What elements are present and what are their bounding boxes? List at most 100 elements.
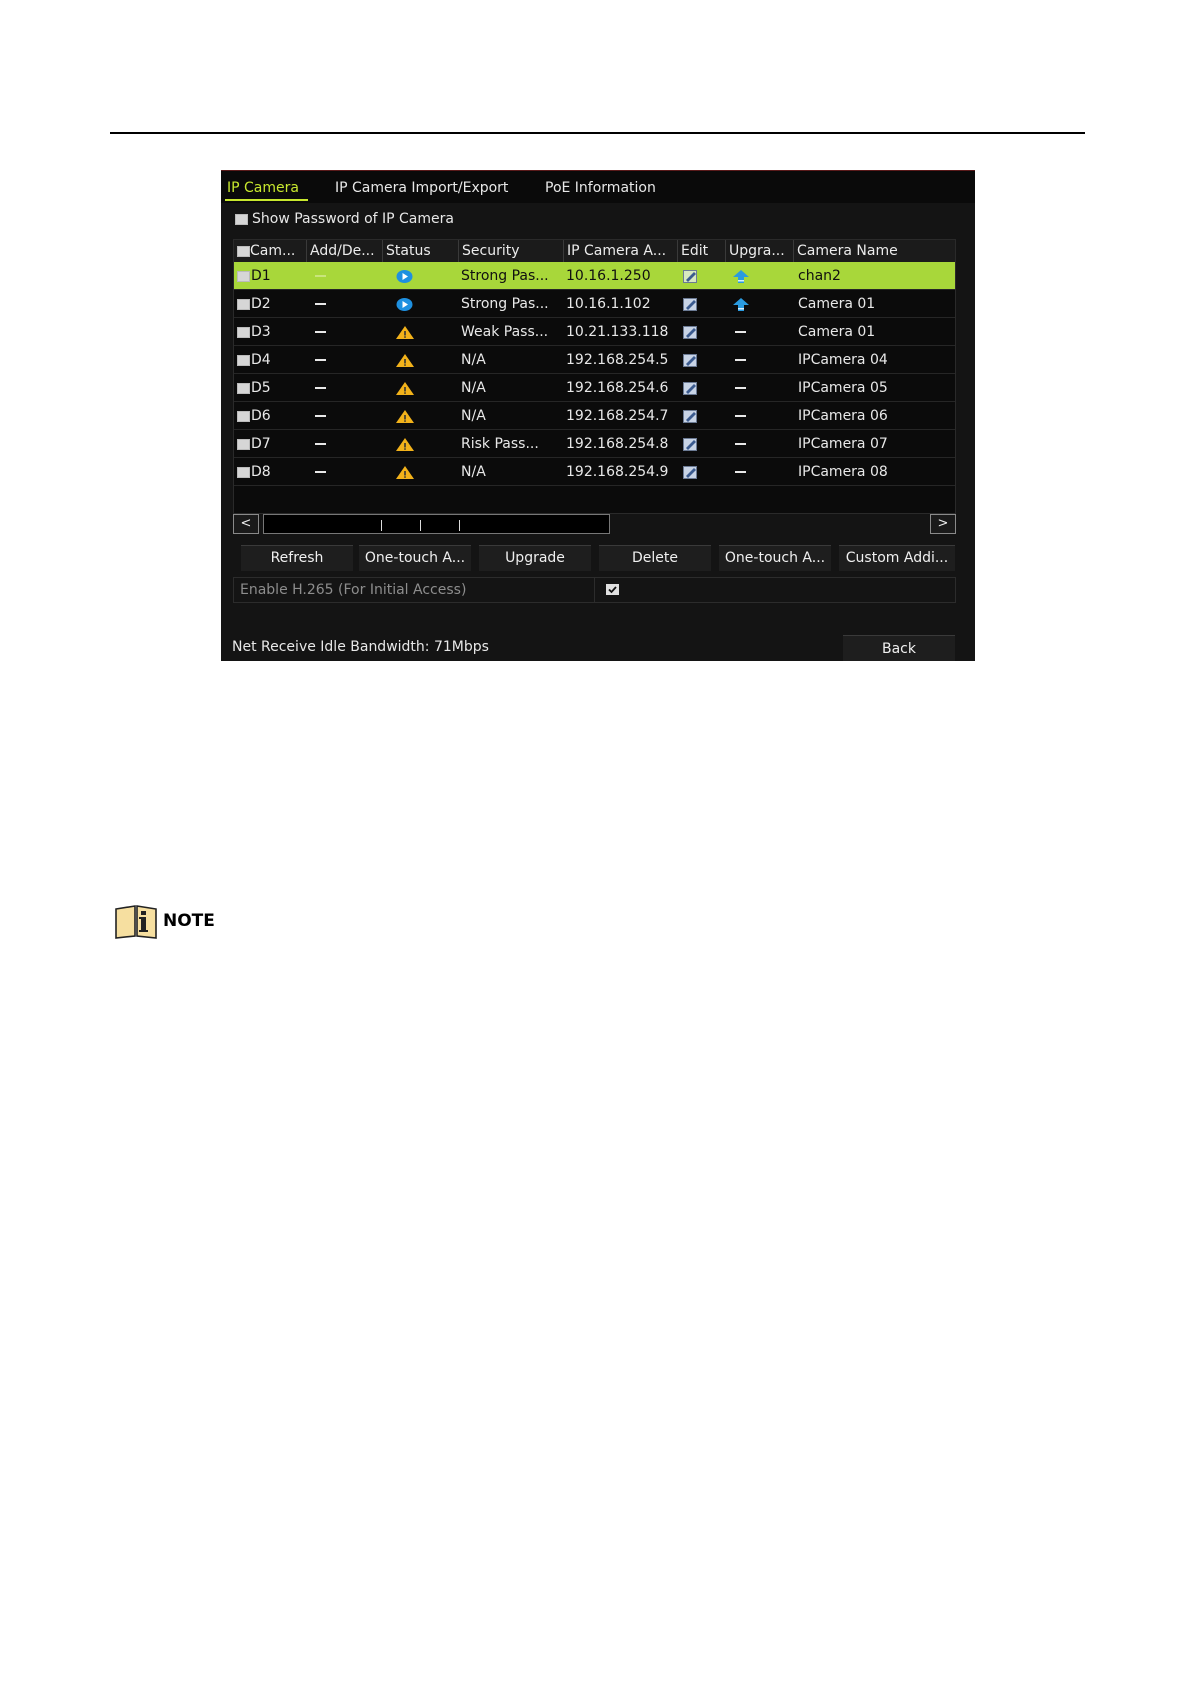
scroll-right-button[interactable]: > xyxy=(930,514,956,534)
edit-icon[interactable] xyxy=(683,437,699,451)
scroll-left-button[interactable]: < xyxy=(233,514,259,534)
row-checkbox[interactable] xyxy=(237,270,250,282)
edit-icon[interactable] xyxy=(683,465,699,479)
dash-placeholder xyxy=(735,331,746,333)
horizontal-scrollbar[interactable]: < > xyxy=(233,514,956,536)
play-icon xyxy=(396,297,413,311)
cell-add-delete[interactable] xyxy=(306,458,382,486)
edit-icon[interactable] xyxy=(683,269,699,283)
cell-security: N/A xyxy=(461,380,486,396)
cell-add-delete[interactable] xyxy=(306,318,382,346)
select-all-checkbox[interactable] xyxy=(237,245,250,257)
edit-icon[interactable] xyxy=(683,297,699,311)
cell-add-delete[interactable] xyxy=(306,346,382,374)
page-header-rule xyxy=(110,132,1085,134)
refresh-button[interactable]: Refresh xyxy=(241,545,353,571)
row-checkbox[interactable] xyxy=(237,410,250,422)
cell-ip-address: 192.168.254.5 xyxy=(566,352,669,368)
cell-add-delete[interactable] xyxy=(306,430,382,458)
row-checkbox[interactable] xyxy=(237,466,250,478)
row-checkbox[interactable] xyxy=(237,438,250,450)
header-edit[interactable]: Edit xyxy=(677,240,725,262)
tab-poe-information[interactable]: PoE Information xyxy=(545,180,656,196)
edit-icon[interactable] xyxy=(683,409,699,423)
active-tab-underline xyxy=(225,199,308,201)
cell-camera[interactable]: D3 xyxy=(234,318,306,346)
scroll-track[interactable] xyxy=(263,514,610,534)
cell-camera[interactable]: D1 xyxy=(234,262,306,290)
show-password-checkbox[interactable] xyxy=(235,213,248,225)
row-checkbox[interactable] xyxy=(237,326,250,338)
header-status[interactable]: Status xyxy=(382,240,458,262)
dash-placeholder xyxy=(315,275,326,277)
cell-camera[interactable]: D7 xyxy=(234,430,306,458)
one-touch-activate-button[interactable]: One-touch A... xyxy=(359,545,471,571)
cell-add-delete[interactable] xyxy=(306,374,382,402)
header-add-delete[interactable]: Add/De... xyxy=(306,240,382,262)
cell-edit[interactable] xyxy=(677,402,725,430)
camera-table: Cam... Add/De... Status Security IP Came… xyxy=(233,239,956,514)
cell-edit[interactable] xyxy=(677,458,725,486)
upgrade-icon[interactable] xyxy=(732,269,750,284)
delete-button[interactable]: Delete xyxy=(599,545,711,571)
tab-ip-camera-import-export[interactable]: IP Camera Import/Export xyxy=(335,180,509,196)
cell-upgrade xyxy=(725,318,793,346)
row-checkbox[interactable] xyxy=(237,298,250,310)
cell-edit[interactable] xyxy=(677,374,725,402)
cell-add-delete[interactable] xyxy=(306,262,382,290)
ip-camera-screen: IP Camera IP Camera Import/Export PoE In… xyxy=(221,170,975,661)
row-checkbox[interactable] xyxy=(237,382,250,394)
row-checkbox[interactable] xyxy=(237,354,250,366)
camera-id: D1 xyxy=(251,268,271,284)
cell-camera[interactable]: D4 xyxy=(234,346,306,374)
one-touch-adding-button[interactable]: One-touch A... xyxy=(719,545,831,571)
cell-camera-name: IPCamera 04 xyxy=(798,352,888,368)
cell-camera[interactable]: D6 xyxy=(234,402,306,430)
header-camera[interactable]: Cam... xyxy=(234,240,306,262)
cell-status xyxy=(382,374,458,402)
custom-adding-button[interactable]: Custom Addi... xyxy=(839,545,955,571)
edit-icon[interactable] xyxy=(683,353,699,367)
cell-upgrade xyxy=(725,430,793,458)
dash-placeholder xyxy=(315,331,326,333)
dash-placeholder xyxy=(315,443,326,445)
cell-camera[interactable]: D2 xyxy=(234,290,306,318)
cell-edit[interactable] xyxy=(677,318,725,346)
tab-bar: IP Camera IP Camera Import/Export PoE In… xyxy=(221,171,975,203)
back-button[interactable]: Back xyxy=(843,635,955,661)
cell-camera[interactable]: D5 xyxy=(234,374,306,402)
h265-checkbox[interactable] xyxy=(606,584,619,595)
cell-add-delete[interactable] xyxy=(306,402,382,430)
cell-edit[interactable] xyxy=(677,290,725,318)
cell-security: Strong Pas... xyxy=(461,296,549,312)
cell-add-delete[interactable] xyxy=(306,290,382,318)
show-password-option[interactable]: Show Password of IP Camera xyxy=(235,210,454,228)
header-upgrade[interactable]: Upgra... xyxy=(725,240,793,262)
header-security[interactable]: Security xyxy=(458,240,563,262)
dash-placeholder xyxy=(315,471,326,473)
header-camera-name[interactable]: Camera Name xyxy=(793,240,955,262)
upgrade-icon[interactable] xyxy=(732,297,750,312)
cell-security: Risk Pass... xyxy=(461,436,539,452)
upgrade-button[interactable]: Upgrade xyxy=(479,545,591,571)
cell-edit[interactable] xyxy=(677,346,725,374)
cell-camera[interactable]: D8 xyxy=(234,458,306,486)
edit-icon[interactable] xyxy=(683,381,699,395)
header-ip-camera-address[interactable]: IP Camera A... xyxy=(563,240,677,262)
tab-ip-camera[interactable]: IP Camera xyxy=(227,180,299,196)
cell-edit[interactable] xyxy=(677,262,725,290)
edit-icon[interactable] xyxy=(683,325,699,339)
cell-camera-name: Camera 01 xyxy=(798,324,876,340)
dash-placeholder xyxy=(315,387,326,389)
camera-id: D5 xyxy=(251,380,271,396)
h265-option-row: Enable H.265 (For Initial Access) xyxy=(233,577,956,603)
cell-edit[interactable] xyxy=(677,430,725,458)
